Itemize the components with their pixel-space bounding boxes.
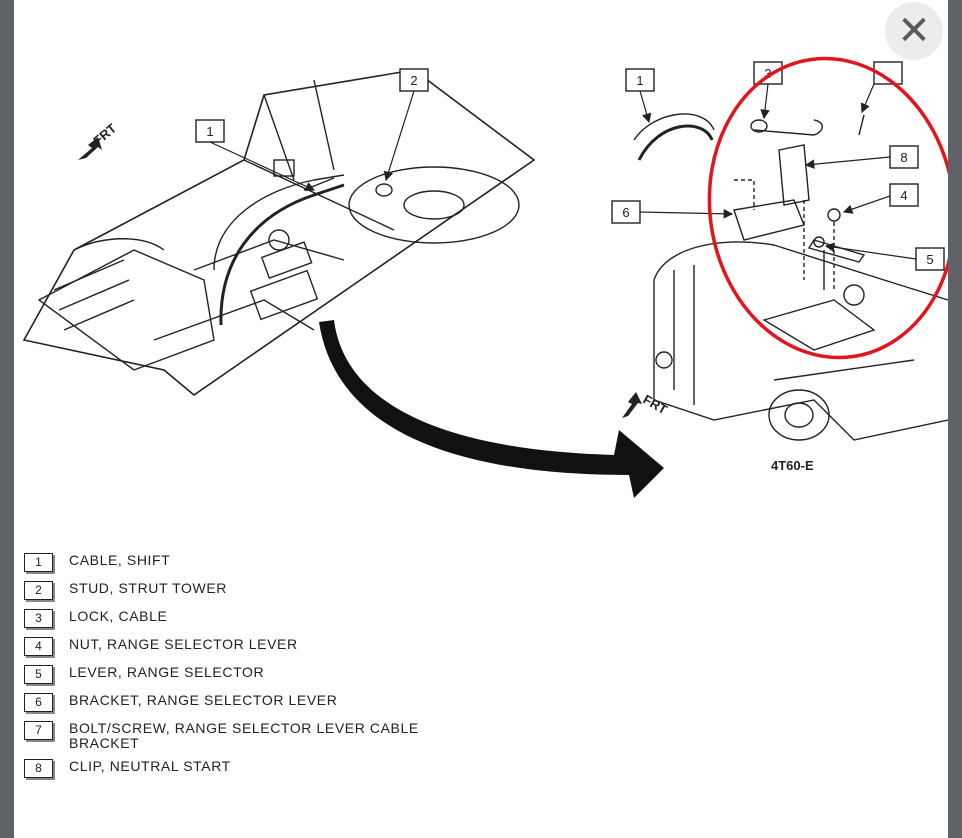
- legend-item: 4 NUT, RANGE SELECTOR LEVER: [24, 637, 429, 665]
- legend-number: 5: [24, 665, 53, 684]
- left-callout-1: 1: [195, 119, 316, 191]
- svg-text:4: 4: [900, 188, 907, 203]
- legend-label: LOCK, CABLE: [69, 608, 168, 624]
- svg-text:2: 2: [410, 73, 417, 88]
- highlight-circle: [707, 56, 948, 360]
- legend-label: LEVER, RANGE SELECTOR: [69, 664, 265, 680]
- legend-label: CABLE, SHIFT: [69, 552, 171, 568]
- legend-item: 5 LEVER, RANGE SELECTOR: [24, 665, 429, 693]
- legend-item: 8 CLIP, NEUTRAL START: [24, 759, 429, 787]
- close-icon: ✕: [897, 8, 931, 54]
- left-callout-2: 2: [383, 68, 429, 182]
- legend-number: 8: [24, 759, 53, 778]
- image-viewer: FRT 1 2: [14, 0, 948, 838]
- svg-text:3: 3: [764, 66, 771, 81]
- legend-number: 7: [24, 721, 53, 740]
- right-callout-6: 6: [611, 200, 734, 224]
- legend-item: 6 BRACKET, RANGE SELECTOR LEVER: [24, 693, 429, 721]
- legend-item: 2 STUD, STRUT TOWER: [24, 581, 429, 609]
- detail-transition-arrow: [319, 320, 664, 498]
- legend-label: STUD, STRUT TOWER: [69, 580, 227, 596]
- svg-text:8: 8: [900, 150, 907, 165]
- legend-number: 6: [24, 693, 53, 712]
- legend-number: 1: [24, 553, 53, 572]
- legend-label: CLIP, NEUTRAL START: [69, 758, 231, 774]
- engine-bay-illustration: [22, 69, 536, 397]
- legend-item: 3 LOCK, CABLE: [24, 609, 429, 637]
- transaxle-detail-illustration: [633, 113, 948, 441]
- legend-number: 3: [24, 609, 53, 628]
- transaxle-code-label: 4T60-E: [771, 458, 814, 473]
- front-direction-indicator-left: FRT: [78, 121, 119, 160]
- svg-text:1: 1: [206, 124, 213, 139]
- right-callout-5: 5: [824, 242, 945, 271]
- right-callout-8: 8: [804, 145, 919, 169]
- legend-number: 2: [24, 581, 53, 600]
- legend-label: BOLT/SCREW, RANGE SELECTOR LEVER CABLE B…: [69, 720, 419, 751]
- frt-label-right: FRT: [641, 392, 670, 418]
- right-callout-1: 1: [625, 68, 655, 124]
- right-callout-7: [860, 61, 903, 114]
- parts-legend: 1 CABLE, SHIFT 2 STUD, STRUT TOWER 3 LOC…: [24, 553, 429, 787]
- legend-label: NUT, RANGE SELECTOR LEVER: [69, 636, 298, 652]
- svg-text:5: 5: [926, 252, 933, 267]
- legend-item: 1 CABLE, SHIFT: [24, 553, 429, 581]
- legend-item: 7 BOLT/SCREW, RANGE SELECTOR LEVER CABLE…: [24, 721, 429, 759]
- svg-text:6: 6: [622, 205, 629, 220]
- right-callout-4: 4: [842, 183, 919, 214]
- legend-label: BRACKET, RANGE SELECTOR LEVER: [69, 692, 338, 708]
- front-direction-indicator-right: FRT: [622, 392, 670, 418]
- shift-cable-diagram: FRT 1 2: [22, 56, 948, 498]
- close-button[interactable]: ✕: [885, 2, 943, 60]
- svg-text:1: 1: [636, 73, 643, 88]
- right-callout-3: 3: [753, 61, 783, 120]
- legend-number: 4: [24, 637, 53, 656]
